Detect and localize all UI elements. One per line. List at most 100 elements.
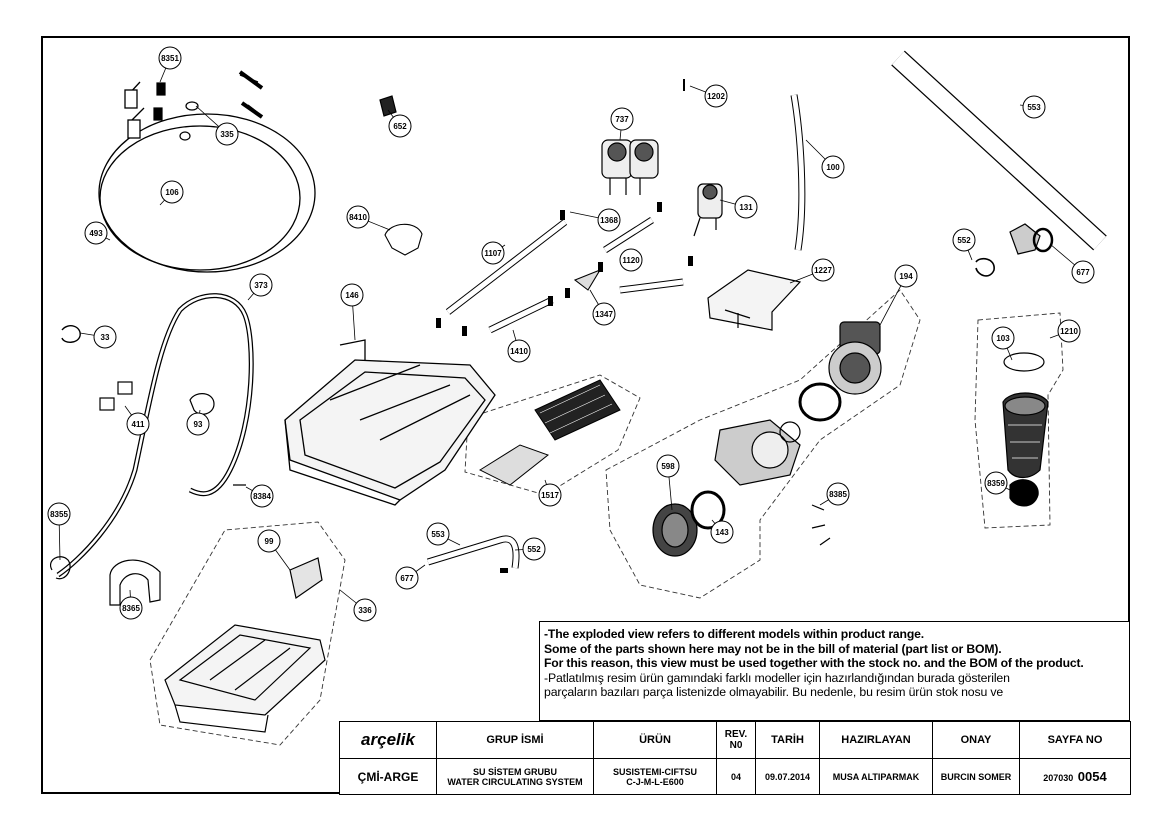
dept-value: ÇMİ-ARGE — [339, 758, 437, 795]
callout-1202 — [704, 84, 728, 108]
callout-1517 — [538, 483, 562, 507]
callout-131 — [734, 195, 758, 219]
drain-pump — [714, 321, 882, 486]
svg-text:8365: 8365 — [122, 604, 140, 613]
svg-text:131: 131 — [739, 203, 753, 212]
callout-103 — [991, 326, 1015, 350]
svg-text:106: 106 — [165, 188, 179, 197]
header-rev: REV. N0 — [716, 721, 756, 759]
callout-1368 — [597, 208, 621, 232]
svg-text:677: 677 — [400, 574, 414, 583]
rev-value: 04 — [716, 758, 756, 795]
insulation-box — [707, 269, 802, 331]
header-group: GRUP İSMİ — [436, 721, 594, 759]
water-valves — [601, 139, 723, 237]
callout-1120 — [619, 248, 643, 272]
product-line-1: SUSISTEMI-CIFTSU — [612, 766, 697, 777]
svg-text:143: 143 — [715, 528, 729, 537]
detergent-drawer-housing — [284, 339, 496, 506]
title-block: arçelik GRUP İSMİ ÜRÜN REV. N0 TARİH HAZ… — [339, 721, 1131, 795]
page-prefix: 207030 — [1043, 772, 1074, 783]
callout-677 — [1071, 260, 1095, 284]
lint-filter — [478, 379, 621, 486]
page-num: 0054 — [1077, 768, 1107, 784]
svg-text:336: 336 — [358, 606, 372, 615]
svg-text:1227: 1227 — [814, 266, 832, 275]
svg-text:411: 411 — [132, 420, 145, 429]
callout-8365 — [119, 596, 143, 620]
svg-text:598: 598 — [661, 462, 675, 471]
callout-552 — [952, 228, 976, 252]
callout-143 — [710, 520, 734, 544]
note-line-3: For this reason, this view must be used … — [544, 656, 1084, 671]
svg-text:146: 146 — [345, 291, 359, 300]
drain-hose — [56, 293, 254, 578]
callout-737 — [610, 107, 634, 131]
dispenser-drawer — [164, 557, 326, 733]
svg-text:1120: 1120 — [622, 256, 640, 265]
svg-text:1202: 1202 — [707, 92, 725, 101]
svg-text:677: 677 — [1076, 268, 1090, 277]
callout-598 — [656, 454, 680, 478]
brand-logo: arçelik — [339, 721, 437, 759]
callout-373 — [249, 273, 273, 297]
callout-411 — [126, 412, 150, 436]
svg-text:1368: 1368 — [600, 216, 618, 225]
callout-493 — [84, 221, 108, 245]
callout-8359 — [984, 471, 1008, 495]
svg-text:737: 737 — [615, 115, 629, 124]
callout-1410 — [507, 339, 531, 363]
callout-100 — [821, 155, 845, 179]
svg-text:8359: 8359 — [987, 479, 1005, 488]
callout-336 — [353, 598, 377, 622]
callout-552b — [522, 537, 546, 561]
callout-8384 — [250, 484, 274, 508]
note-line-2: Some of the parts shown here may not be … — [544, 641, 1002, 656]
svg-text:1347: 1347 — [595, 310, 613, 319]
connector-hoses — [426, 50, 1107, 569]
inlet-hoses — [98, 70, 316, 273]
svg-text:652: 652 — [393, 122, 407, 131]
callout-194 — [894, 264, 918, 288]
svg-text:8385: 8385 — [829, 490, 847, 499]
group-en: WATER CIRCULATING SYSTEM — [447, 776, 583, 787]
sump-hose — [975, 223, 1054, 507]
header-page: SAYFA NO — [1019, 721, 1131, 759]
callout-leaders — [58, 57, 1084, 611]
callout-1210 — [1057, 319, 1081, 343]
svg-text:373: 373 — [254, 281, 268, 290]
disclaimer-note: -The exploded view refers to different m… — [539, 621, 1130, 721]
svg-text:194: 194 — [899, 272, 913, 281]
callout-1347 — [592, 302, 616, 326]
svg-text:1410: 1410 — [510, 347, 528, 356]
svg-text:93: 93 — [194, 420, 203, 429]
svg-text:33: 33 — [101, 333, 110, 342]
svg-text:553: 553 — [431, 530, 445, 539]
header-prepared: HAZIRLAYAN — [819, 721, 933, 759]
product-value: SUSISTEMI-CIFTSU C-J-M-L-E600 — [593, 758, 717, 795]
svg-text:8355: 8355 — [50, 510, 68, 519]
svg-text:103: 103 — [996, 334, 1010, 343]
callout-8355 — [47, 502, 71, 526]
callout-106 — [160, 180, 184, 204]
callout-33 — [93, 325, 117, 349]
callout-1107 — [481, 241, 505, 265]
page-number: 207030 0054 — [1019, 758, 1131, 795]
svg-text:552: 552 — [957, 236, 971, 245]
callout-8385 — [826, 482, 850, 506]
callout-99 — [257, 529, 281, 553]
callout-146 — [340, 283, 364, 307]
brand-logo-text: arçelik — [361, 730, 415, 749]
callout-553 — [1022, 95, 1046, 119]
callout-553b — [426, 522, 450, 546]
callout-8351 — [158, 46, 182, 70]
svg-text:8351: 8351 — [161, 54, 179, 63]
svg-text:99: 99 — [265, 537, 274, 546]
callout-93 — [186, 412, 210, 436]
svg-text:493: 493 — [89, 229, 103, 238]
group-outlines — [149, 289, 1064, 746]
group-value: SU SİSTEM GRUBU WATER CIRCULATING SYSTEM — [436, 758, 594, 795]
callout-677b — [395, 566, 419, 590]
